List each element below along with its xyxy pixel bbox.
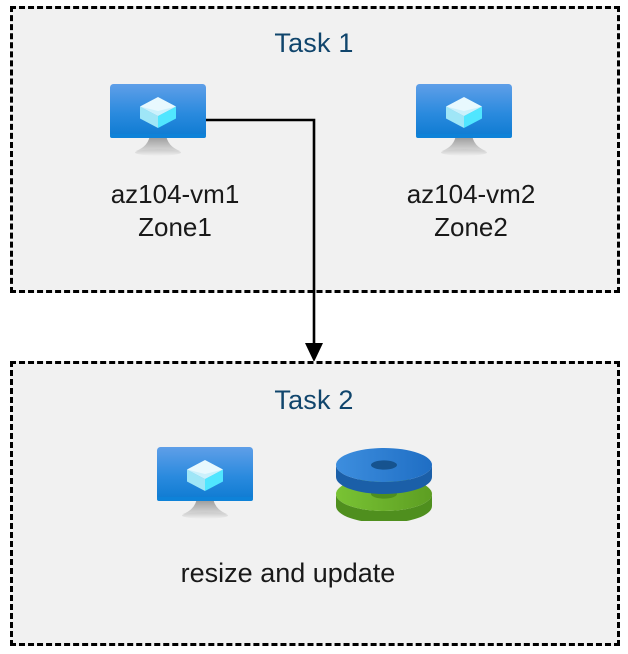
vm2-label: az104-vm2 Zone2 — [406, 179, 536, 242]
vm1-label: az104-vm1 Zone1 — [110, 179, 240, 242]
azure-virtual-machine-icon — [157, 447, 253, 529]
azure-virtual-machine-icon — [110, 84, 206, 166]
task-2-title: Task 2 — [274, 385, 354, 415]
resize-and-update-caption: resize and update — [180, 558, 396, 588]
azure-virtual-machine-icon — [416, 84, 512, 166]
connector-arrow-vm1-to-task2 — [180, 100, 360, 375]
task-2-box — [10, 361, 620, 646]
azure-disks-icon — [334, 443, 434, 523]
task-1-title: Task 1 — [274, 28, 354, 58]
